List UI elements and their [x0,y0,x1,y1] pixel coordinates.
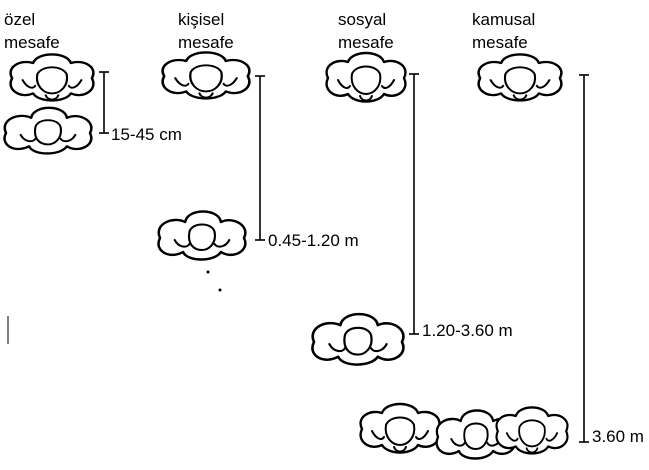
zone-title-ozel-line1: özel [4,10,35,29]
distance-bar-kisisel [255,75,265,241]
distance-label-sosyal: 1.20-3.60 m [422,321,513,340]
person-figure-kisisel-top [161,51,251,100]
person-figure-ozel-bottom [3,106,93,155]
distance-label-kamusal: 3.60 m [592,427,644,446]
person-figure-kamusal-bottom-1 [359,402,441,454]
person-figure-kamusal-bottom-3 [495,406,569,455]
person-figure-ozel-top [9,53,95,102]
zone-title-kamusal-line2: mesafe [472,33,528,52]
zone-title-kamusal-line1: kamusal [472,10,535,29]
scan-speck [218,288,222,292]
person-figure-kamusal-top [477,53,563,102]
kisisel-zone: 0.45-1.20 m [157,51,359,292]
distance-label-kisisel: 0.45-1.20 m [268,231,359,250]
distance-label-ozel: 15-45 cm [111,125,182,144]
zone-title-kisisel-line2: mesafe [178,33,234,52]
zone-title-ozel-line2: mesafe [4,33,60,52]
zone-title-sosyal-line1: sosyal [338,10,386,29]
sosyal-zone: 1.20-3.60 m [311,51,513,366]
person-figure-kisisel-bottom [157,210,247,261]
person-figure-sosyal-bottom [311,312,405,366]
zone-title-sosyal-line2: mesafe [338,33,394,52]
distance-bar-sosyal [409,73,419,335]
zone-title-kisisel-line1: kişisel [178,10,224,29]
kamusal-zone: 3.60 m [359,53,644,460]
scan-speck [206,270,210,274]
ozel-zone: 15-45 cm [3,53,182,155]
person-figure-sosyal-top [325,51,407,103]
distance-bar-kamusal [579,74,589,443]
distance-bar-ozel [99,71,109,134]
